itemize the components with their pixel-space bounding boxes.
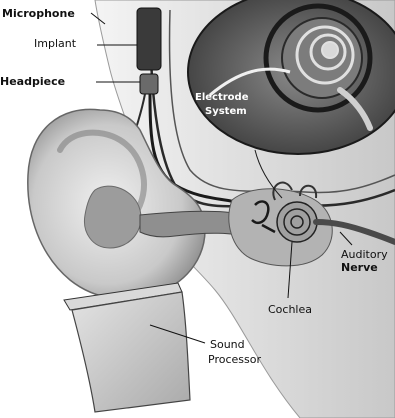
sound-processor-body [72, 292, 190, 412]
label-microphone: Microphone [2, 7, 75, 20]
label-auditory-line2: Nerve [341, 261, 378, 274]
label-electrode-line2: System [205, 106, 247, 117]
label-cochlea: Cochlea [268, 303, 312, 316]
implant-body [137, 8, 161, 70]
label-processor-line2: Processor [208, 353, 261, 366]
label-processor-line1: Sound [210, 338, 245, 351]
headpiece-body [140, 74, 158, 94]
label-auditory-line1: Auditory [341, 248, 388, 261]
cochlea-spiral-outer [277, 202, 317, 242]
label-headpiece: Headpiece [0, 75, 65, 88]
label-implant: Implant [34, 37, 77, 50]
label-electrode-line1: Electrode [195, 92, 249, 103]
